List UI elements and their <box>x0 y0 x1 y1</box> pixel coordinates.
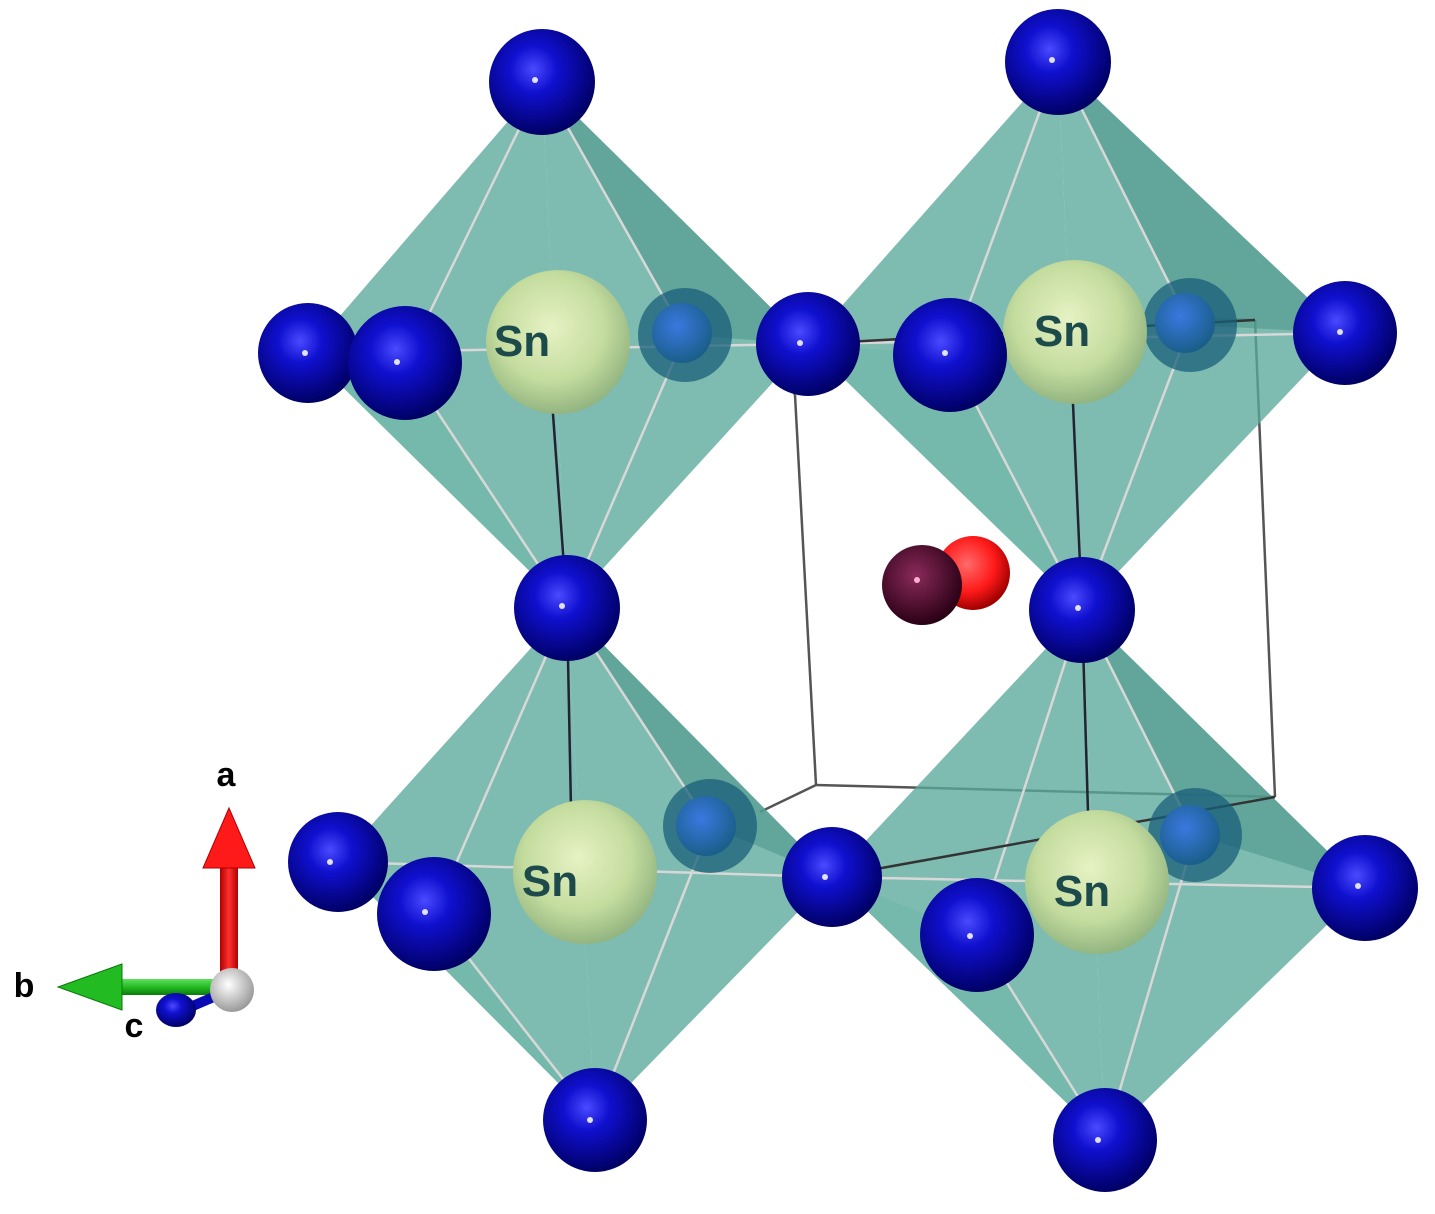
anion-atom <box>543 1068 647 1172</box>
axis-c-arrow <box>156 993 196 1027</box>
anion-atom <box>756 292 860 396</box>
anion-spheres <box>258 9 1418 1192</box>
anion-atom <box>1005 9 1111 115</box>
axis-b-arrow <box>115 979 230 995</box>
anion-atom <box>348 306 462 420</box>
axis-origin <box>210 968 254 1012</box>
cation-molecule <box>882 536 1010 625</box>
anion-atom <box>1029 557 1135 663</box>
octahedron-bottom-right <box>831 609 1366 1141</box>
anion-atom <box>782 827 882 927</box>
axis-a-arrow <box>220 860 238 982</box>
axis-b-label: b <box>14 967 35 1005</box>
anion-atom <box>377 857 491 971</box>
anion-atom <box>1312 835 1418 941</box>
anion-atom <box>288 812 388 912</box>
cation-atom-dark <box>882 545 962 625</box>
sn-label-top-left: Sn <box>494 317 550 366</box>
sn-label-bottom-left: Sn <box>522 857 578 906</box>
sn-label-bottom-right: Sn <box>1054 867 1110 916</box>
anion-atom <box>1053 1088 1157 1192</box>
anion-atom <box>489 29 595 135</box>
axis-c-label: c <box>125 1007 144 1045</box>
tin-atom <box>1003 260 1147 404</box>
anion-atom <box>514 555 620 661</box>
axis-a-label: a <box>217 756 237 794</box>
tin-atom <box>1025 810 1169 954</box>
back-anion-spheres <box>638 278 1242 882</box>
axis-indicator <box>56 806 256 1027</box>
tin-atom <box>486 270 630 414</box>
anion-atom <box>920 878 1034 992</box>
tin-atom <box>513 800 657 944</box>
anion-atom <box>893 298 1007 412</box>
sphere-highlights <box>302 57 1361 1143</box>
anion-atom <box>1293 281 1397 385</box>
tin-atoms <box>486 260 1169 954</box>
sn-label-top-right: Sn <box>1034 307 1090 356</box>
